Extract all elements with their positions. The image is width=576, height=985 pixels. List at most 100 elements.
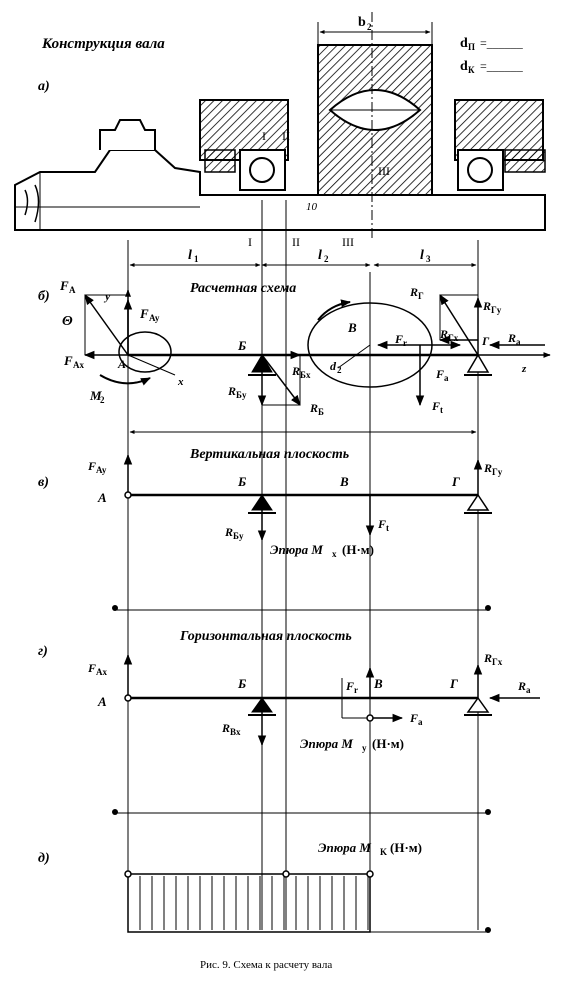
svg-text:R: R [224, 525, 233, 539]
svg-text:Ay: Ay [96, 465, 107, 475]
vertical-labels: F Ay A Б В Г R Гy R Бy F t Эпюра M x (Н·… [87, 459, 503, 559]
horizontal-labels: F Ax A Б В Г R Гx R a F r F a R Вx Эпюра… [87, 651, 531, 753]
vertical-epure-zero-left [112, 605, 118, 611]
section-i-bottom: I [248, 235, 252, 249]
svg-text:Бy: Бy [233, 531, 244, 541]
vertical-title: Вертикальная плоскость [189, 447, 349, 462]
svg-text:R: R [517, 679, 526, 693]
dp-label: d [460, 36, 468, 51]
svg-text:В: В [347, 320, 357, 335]
section-ii-top: II [282, 129, 290, 143]
svg-text:A: A [117, 357, 126, 371]
svg-text:R: R [409, 285, 418, 299]
svg-text:z: z [521, 363, 527, 375]
svg-text:R: R [227, 384, 236, 398]
svg-text:2: 2 [337, 365, 342, 375]
panel-v-label: в) [38, 475, 49, 490]
svg-text:Вx: Вx [230, 727, 241, 737]
construction-title: Конструкция вала [41, 36, 165, 52]
section-iii-bottom: III [342, 235, 354, 249]
torque-epure [124, 870, 490, 933]
horizontal-epure-label: Эпюра M [300, 736, 353, 751]
dk-sub: К [468, 65, 475, 75]
svg-text:Б: Б [237, 474, 246, 489]
svg-text:Б: Б [237, 338, 246, 353]
svg-text:r: r [403, 338, 407, 348]
figure-caption: Рис. 9. Схема к расчету вала [200, 959, 332, 971]
svg-text:Θ: Θ [62, 314, 73, 329]
length-dimensions [127, 240, 479, 272]
svg-text:F: F [394, 332, 403, 346]
svg-text:y: y [103, 289, 111, 303]
svg-text:R: R [439, 327, 448, 341]
diameter-labels: d П =______ d К =______ [460, 36, 524, 75]
svg-text:A: A [97, 694, 107, 709]
panel-d-label: д) [38, 851, 50, 866]
svg-text:2: 2 [100, 395, 105, 405]
svg-text:x: x [332, 549, 337, 559]
svg-text:Б: Б [318, 407, 324, 417]
svg-text:Б: Б [237, 676, 246, 691]
svg-text:Г: Г [418, 291, 424, 301]
svg-text:F: F [63, 353, 73, 368]
svg-text:a: a [418, 717, 423, 727]
svg-text:M: M [89, 388, 102, 403]
svg-text:x: x [177, 376, 184, 388]
dk-blank: =______ [480, 59, 524, 73]
svg-text:Ay: Ay [149, 313, 160, 323]
svg-text:(Н·м): (Н·м) [372, 736, 404, 751]
svg-text:F: F [87, 661, 96, 675]
dp-blank: =______ [480, 36, 524, 50]
l1-label: l [188, 248, 192, 263]
horizontal-epure-zero-left [112, 809, 118, 815]
svg-text:Гx: Гx [448, 333, 459, 343]
dim-10-label: 10 [306, 201, 318, 213]
section-i-top: I [262, 129, 266, 143]
l3-sub: 3 [426, 254, 431, 264]
svg-text:r: r [354, 685, 358, 695]
svg-text:R: R [507, 331, 516, 345]
svg-text:R: R [483, 461, 492, 475]
l3-label: l [420, 248, 424, 263]
scheme-title: Расчетная схема [190, 281, 296, 296]
b2-sub: 2 [367, 22, 372, 32]
torque-labels: Эпюра M K (Н·м) [318, 840, 422, 857]
b2-dimension: b 2 [317, 15, 433, 48]
scheme-labels: F A y F Ay Θ F Ax A x M 2 Б R Бy R Бx R … [59, 278, 527, 417]
svg-text:F: F [345, 679, 354, 693]
svg-text:Гx: Гx [492, 657, 503, 667]
svg-text:Г: Г [481, 334, 490, 348]
svg-text:Ax: Ax [73, 360, 84, 370]
section-ii-bottom: II [292, 235, 300, 249]
svg-text:Гy: Гy [492, 467, 503, 477]
svg-text:Ax: Ax [96, 667, 107, 677]
torque-hatching [139, 876, 369, 930]
shaft-construction-drawing [14, 12, 546, 240]
svg-text:F: F [431, 399, 440, 413]
l2-label: l [318, 248, 322, 263]
panel-g-label: г) [38, 644, 48, 659]
horizontal-title: Горизонтальная плоскость [179, 629, 352, 644]
svg-text:Гy: Гy [491, 305, 502, 315]
svg-text:a: a [444, 373, 449, 383]
vertical-epure-zero-right [485, 605, 491, 611]
svg-text:Г: Г [451, 474, 460, 489]
svg-text:F: F [59, 278, 69, 293]
svg-text:A: A [97, 490, 107, 505]
svg-text:t: t [440, 405, 443, 415]
svg-text:R: R [221, 721, 230, 735]
svg-text:R: R [291, 364, 300, 378]
l2-sub: 2 [324, 254, 329, 264]
vertical-guides [127, 200, 479, 930]
l1-sub: 1 [194, 254, 199, 264]
svg-text:R: R [483, 651, 492, 665]
svg-text:(Н·м): (Н·м) [390, 840, 422, 855]
svg-text:t: t [386, 523, 389, 533]
svg-text:(Н·м): (Н·м) [342, 542, 374, 557]
horizontal-epure-zero-right [485, 809, 491, 815]
svg-text:F: F [377, 517, 386, 531]
svg-text:a: a [526, 685, 531, 695]
panel-b-label: б) [38, 289, 50, 304]
svg-text:В: В [339, 474, 349, 489]
